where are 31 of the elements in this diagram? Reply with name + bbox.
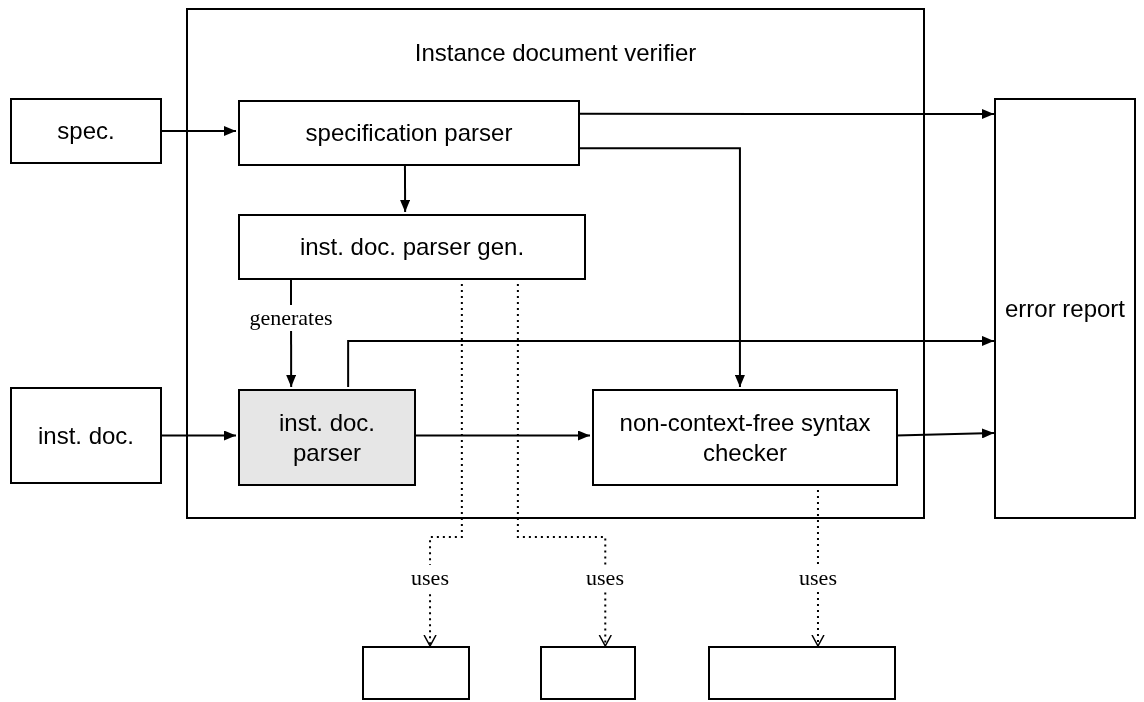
process-box (238, 214, 586, 280)
process-box (10, 387, 162, 484)
process-box (592, 389, 898, 486)
edge-label: generates (247, 305, 335, 331)
process-box (238, 100, 580, 166)
arrow (577, 147, 745, 388)
arrow (161, 430, 237, 441)
arrow (577, 109, 995, 119)
arrow (895, 428, 995, 439)
box-label: inst. doc. (36, 420, 135, 451)
box-label: spec. (56, 116, 116, 146)
arrow (161, 126, 237, 136)
arrow (400, 163, 411, 213)
empty-box (362, 646, 470, 700)
empty-box (540, 646, 636, 700)
arrow (347, 335, 995, 388)
box-label: specification parser (304, 118, 514, 148)
box-label: inst. doc. parser gen. (298, 232, 526, 262)
process-box (10, 98, 162, 164)
report-box (994, 98, 1136, 519)
process-box (238, 389, 416, 486)
verifier-frame (186, 8, 925, 519)
arrow (413, 430, 591, 441)
box-label: error report (1003, 293, 1126, 324)
empty-box (708, 646, 896, 700)
box-label: Instance document verifier (413, 38, 698, 68)
edge-label: uses (797, 565, 839, 591)
edge-label: uses (584, 565, 626, 591)
box-label: inst. doc. parser (277, 407, 376, 468)
box-label: non-context-free syntax checker (618, 407, 872, 468)
edge-label: uses (409, 565, 451, 591)
